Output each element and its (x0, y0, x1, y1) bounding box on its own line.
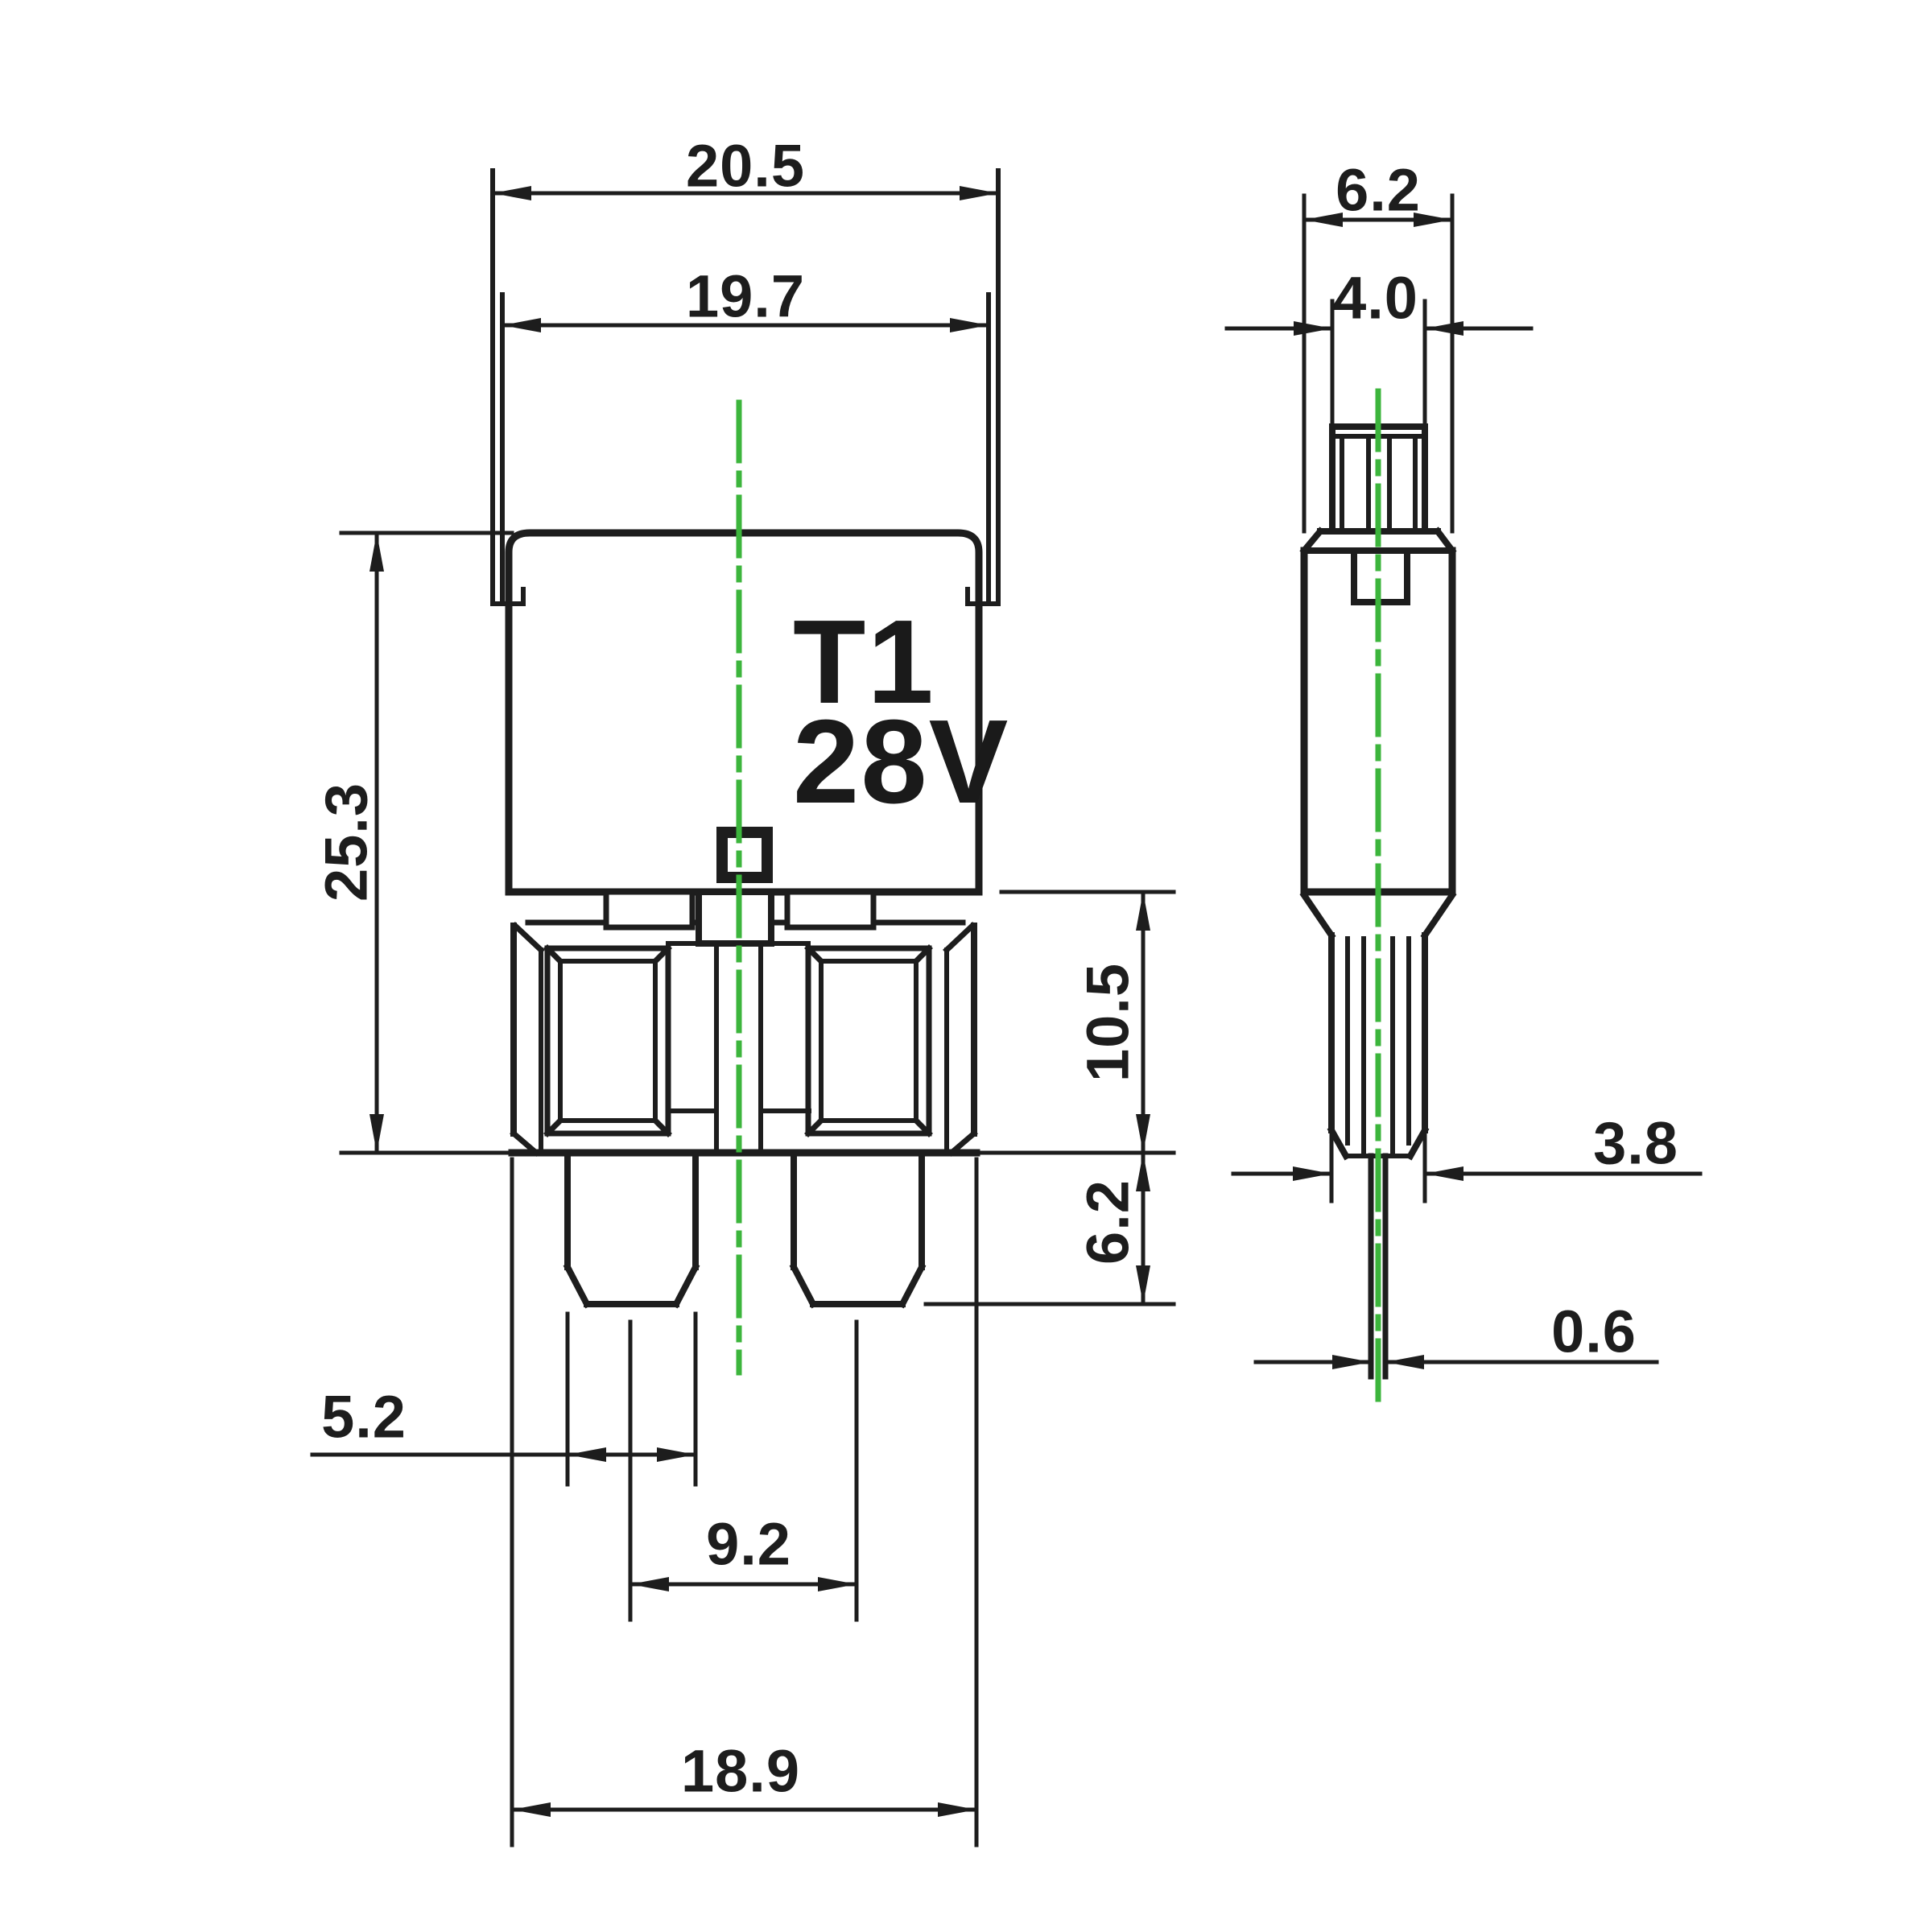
base-left-wall (510, 922, 545, 1157)
mounting-wing-right (965, 168, 1001, 606)
dim-side-button-width-label: 4.0 (1333, 264, 1418, 332)
dim-side-overall-depth-label: 6.2 (1335, 156, 1421, 224)
side-view (1224, 193, 1703, 1406)
front-view (310, 168, 1176, 1847)
dim-front-blade-length-label: 6.2 (1074, 1179, 1141, 1265)
dim-front-blade-width-label: 5.2 (321, 1383, 407, 1451)
step-tab-left (603, 889, 696, 931)
step-tab-right (784, 889, 877, 931)
mounting-wing-left (490, 168, 526, 606)
indicator-window (716, 827, 773, 883)
center-post (696, 889, 774, 947)
blade-terminal-left (563, 1150, 700, 1309)
side-blade (1368, 1153, 1389, 1380)
breaker-marking-type: T1 (793, 596, 935, 729)
terminal-housing (1327, 932, 1430, 1161)
breaker-marking-voltage: 28V (793, 696, 1010, 828)
side-dimension-arrows (1293, 213, 1463, 1369)
dim-front-overall-width-label: 20.5 (685, 132, 806, 200)
dim-front-inner-width-label: 19.7 (685, 262, 806, 330)
blade-terminal-right (789, 1150, 927, 1309)
breaker-body-outline (505, 529, 983, 896)
base-window-right (804, 944, 933, 1137)
base-right-wall (943, 922, 978, 1157)
front-dimension-lines (310, 191, 1176, 1847)
front-dimension-arrows (369, 186, 1150, 1817)
dim-front-base-width-label: 18.9 (680, 1737, 801, 1805)
dim-front-body-height-label: 25.3 (312, 782, 380, 902)
dim-side-blade-thickness-label: 0.6 (1551, 1298, 1637, 1365)
dim-front-blade-spacing-label: 9.2 (706, 1510, 791, 1578)
side-dimension-lines (1224, 217, 1703, 1364)
dim-front-base-height-label: 10.5 (1074, 962, 1141, 1083)
base-window-left (543, 944, 672, 1137)
shoulder (1299, 890, 1457, 940)
dim-side-housing-depth-label: 3.8 (1593, 1109, 1678, 1177)
